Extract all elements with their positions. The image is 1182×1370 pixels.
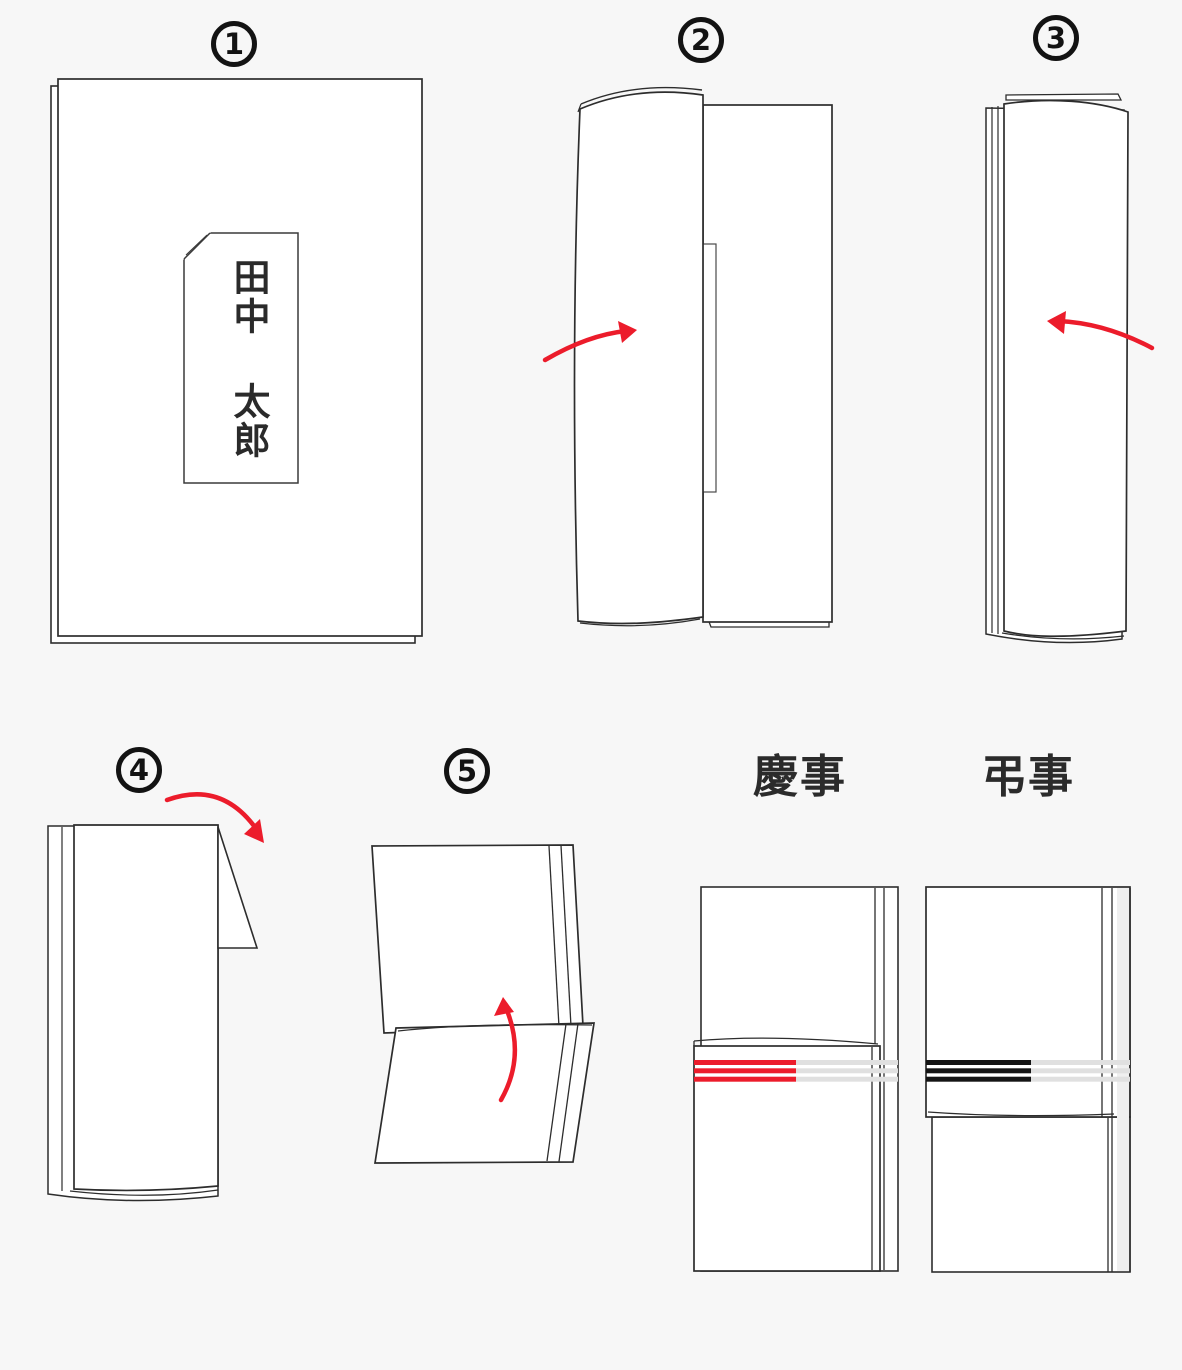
band-stripe-gray-1 [796, 1060, 898, 1065]
card-dogear-inner-line [185, 234, 208, 256]
step-4-diagram [47, 792, 264, 1202]
card-edge-strip [702, 243, 717, 493]
arrow-shaft [498, 1005, 518, 1103]
fold-bottom-sliver-line [927, 1111, 1115, 1117]
step-4-number: 4 [128, 752, 150, 787]
band-stripe-gray-3 [796, 1076, 898, 1082]
card-dogear-fold-line [183, 232, 211, 260]
paper-right-panel [702, 104, 833, 623]
band-stripe-gray-2 [796, 1068, 898, 1074]
step-3-diagram [984, 93, 1155, 644]
red-arrow-left-icon [1047, 311, 1155, 351]
paper-top-strip [371, 844, 584, 1034]
step-2-badge: 2 [678, 17, 724, 63]
name-card [183, 232, 299, 484]
mizuhiki-band-mourning [926, 1060, 1130, 1082]
step-3-number: 3 [1045, 20, 1067, 55]
band-stripe-gray-2 [1031, 1068, 1130, 1074]
step-2-diagram [542, 86, 833, 628]
fold-line-4 [558, 1023, 579, 1162]
arrow-head [494, 997, 514, 1016]
fold-line-3 [546, 1023, 567, 1162]
fold-top-back-sliver [1005, 93, 1123, 101]
fold-top-sliver-line [397, 1024, 593, 1032]
fold-bottom-sliver-line [69, 1189, 219, 1196]
keiji-example-diagram [693, 886, 899, 1272]
step-5-diagram [371, 844, 595, 1164]
paper-front-panel [1003, 99, 1129, 638]
arrow-head [244, 819, 264, 843]
arrow-head [618, 321, 637, 343]
fold-top-layer-line [580, 86, 703, 105]
fold-line-2 [560, 845, 572, 1027]
band-stripe-black-1 [926, 1060, 1031, 1065]
red-arrow-up-icon [494, 997, 518, 1103]
step-3-badge: 3 [1033, 15, 1079, 61]
band-stripe-red-1 [694, 1060, 796, 1065]
fold-top-sliver-line [693, 1037, 879, 1045]
paper-front-panel [73, 824, 219, 1192]
paper-front-upper-panel [925, 886, 1131, 1118]
paper-front-lower-panel [693, 1045, 881, 1272]
red-arrow-right-icon [542, 321, 637, 363]
fold-line-1 [548, 845, 560, 1028]
paper-folded-left-panel [573, 91, 704, 625]
band-stripe-black-2 [926, 1068, 1031, 1074]
step-2-number: 2 [690, 22, 712, 57]
arrow-head [1047, 311, 1066, 334]
band-stripe-gray-3 [1031, 1076, 1130, 1082]
step-4-badge: 4 [116, 747, 162, 793]
fold-bottom-sliver-line [579, 618, 701, 627]
band-stripe-red-3 [694, 1076, 796, 1082]
step-1-diagram [50, 78, 423, 644]
step-1-number: 1 [223, 26, 245, 61]
step-1-badge: 1 [211, 21, 257, 67]
chouji-example-diagram [925, 886, 1131, 1273]
band-stripe-red-2 [694, 1068, 796, 1074]
band-stripe-gray-1 [1031, 1060, 1130, 1065]
red-arrow-down-right-icon [164, 792, 264, 843]
arrow-shaft [1055, 318, 1155, 351]
band-stripe-black-3 [926, 1076, 1031, 1082]
arrow-shaft [542, 328, 629, 363]
step-5-number: 5 [456, 753, 478, 788]
fold-top-layer-cap [577, 103, 582, 113]
step-5-badge: 5 [444, 748, 490, 794]
keiji-label: 慶事 [752, 750, 847, 803]
paper-back-lower-panel [931, 1116, 1131, 1273]
chouji-label: 弔事 [980, 750, 1075, 803]
fold-bottom-sliver-line [1001, 632, 1125, 640]
corner-flap [217, 826, 259, 949]
mizuhiki-band-celebration [694, 1060, 898, 1082]
arrow-shaft [164, 792, 260, 833]
card-name-text: 田中 太郎 [227, 258, 271, 460]
